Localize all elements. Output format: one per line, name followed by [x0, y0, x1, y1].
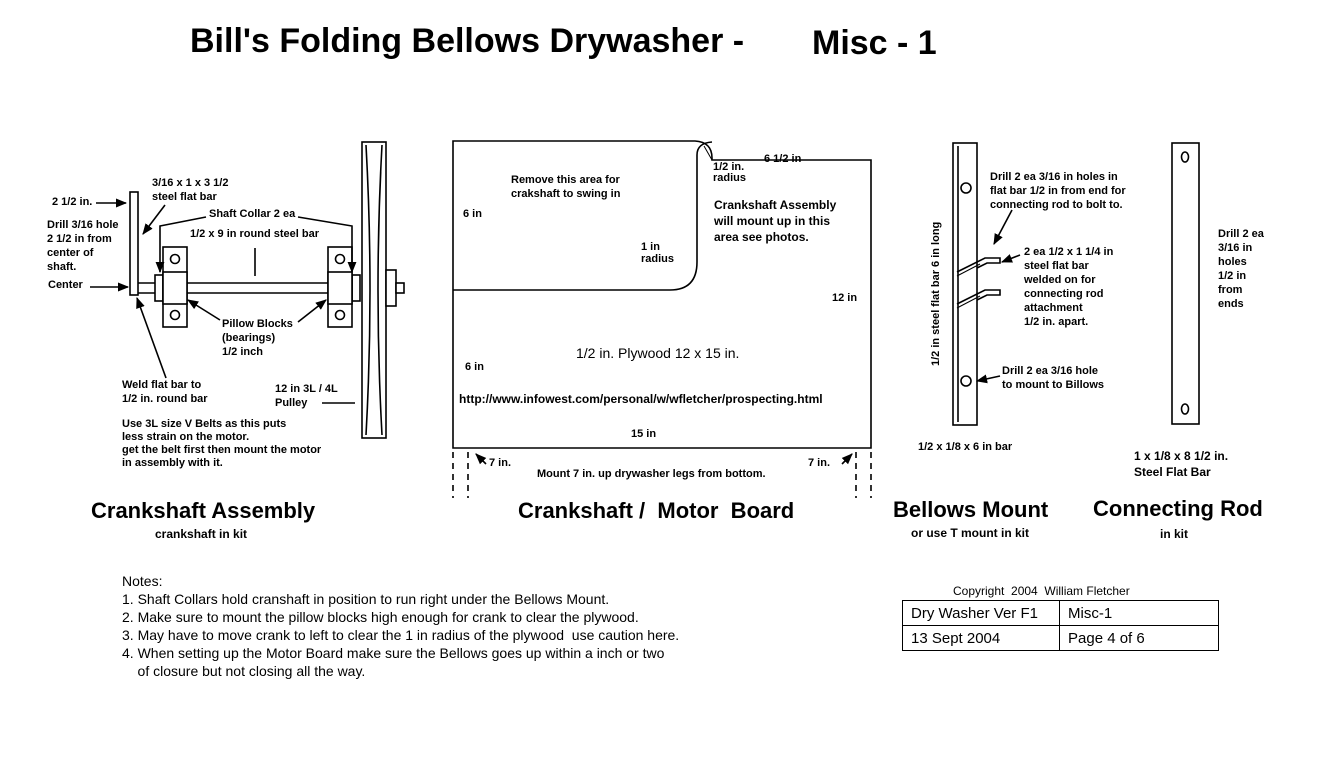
label-6half: 6 1/2 in [764, 153, 802, 165]
label-1in-radius: 1 in radius [641, 241, 675, 265]
title-sub: Misc - 1 [812, 24, 937, 62]
note-item: 3. May have to move crank to left to cle… [122, 627, 680, 643]
cutout-curve [453, 141, 713, 291]
crankshaft-drawing [90, 141, 405, 439]
label-mount-bar: 1/2 x 1/8 x 6 in bar [918, 441, 1013, 453]
label-7in-left: 7 in. [489, 457, 512, 469]
pillow-block-left-base [162, 271, 188, 305]
mount-bar [952, 142, 978, 426]
label-6in-bottom: 6 in [465, 361, 484, 373]
label-drill-bottom: Drill 2 ea 3/16 hole to mount to Billows [1002, 365, 1105, 391]
label-remove-area: Remove this area for crakshaft to swing … [511, 174, 621, 200]
label-pillow-blocks: Pillow Blocks (bearings) 1/2 inch [222, 318, 293, 358]
label-mount-legs: Mount 7 in. up drywasher legs from botto… [537, 468, 766, 480]
label-vertical-bar: 1/2 in steel flat bar 6 in long [930, 221, 942, 366]
version-cell: Dry Washer Ver F1 [902, 600, 1060, 626]
note-item: 1. Shaft Collars hold cranshaft in posit… [122, 591, 610, 607]
pulley-hub [385, 269, 397, 307]
bracket-upper [956, 257, 1001, 273]
rod-bar [1171, 142, 1200, 425]
label-half-radius: 1/2 in. radius [713, 161, 747, 184]
notes-section: Notes: 1. Shaft Collars hold cranshaft i… [122, 572, 679, 680]
heading-connecting-rod: Connecting Rod [1093, 496, 1263, 521]
bracket-lower [956, 289, 1001, 305]
label-weld: Weld flat bar to 1/2 in. round bar [122, 379, 208, 405]
heading-bellows-mount: Bellows Mount [893, 497, 1049, 522]
note-item: of closure but not closing all the way. [122, 663, 366, 679]
shaft-collar-left [154, 274, 164, 302]
date-cell: 13 Sept 2004 [902, 625, 1060, 651]
subheading-connecting-rod: in kit [1160, 527, 1189, 541]
bellows-mount-drawing [952, 142, 1021, 426]
label-15in: 15 in [631, 428, 657, 440]
title-main: Bill's Folding Bellows Drywasher - [190, 22, 745, 60]
label-assembly-area: Crankshaft Assembly will mount up in thi… [714, 198, 837, 244]
motor-board-drawing [452, 140, 872, 498]
title-block-table: Dry Washer Ver F1 Misc-1 13 Sept 2004 Pa… [902, 600, 1219, 651]
sheet-cell: Misc-1 [1059, 600, 1219, 626]
label-7in-right: 7 in. [808, 457, 831, 469]
plywood-outline [452, 140, 872, 449]
label-flat-bar: 3/16 x 1 x 3 1/2 steel flat bar [152, 177, 229, 203]
label-6in-top: 6 in [463, 208, 482, 220]
crank-flat-bar [129, 191, 139, 296]
heading-crankshaft: Crankshaft Assembly [91, 498, 316, 523]
note-item: 2. Make sure to mount the pillow blocks … [122, 609, 639, 625]
label-plywood: 1/2 in. Plywood 12 x 15 in. [576, 345, 740, 361]
copyright: Copyright 2004 William Fletcher [953, 584, 1130, 598]
label-brackets: 2 ea 1/2 x 1 1/4 in steel flat bar welde… [1024, 246, 1114, 328]
label-drill-hole: Drill 3/16 hole 2 1/2 in from center of … [47, 219, 119, 273]
subheading-bellows-mount: or use T mount in kit [911, 526, 1030, 540]
label-12in: 12 in [832, 292, 858, 304]
notes-title: Notes: [122, 573, 163, 589]
label-rod-drill: Drill 2 ea 3/16 in holes 1/2 in from end… [1218, 228, 1264, 310]
label-url: http://www.infowest.com/personal/w/wflet… [459, 392, 823, 406]
pulley-rim [361, 141, 387, 439]
label-rod-bar: 1 x 1/8 x 8 1/2 in. Steel Flat Bar [1134, 449, 1229, 479]
page-cell: Page 4 of 6 [1059, 625, 1219, 651]
heading-motor-board: Crankshaft / Motor Board [518, 498, 795, 523]
subheading-crankshaft: crankshaft in kit [155, 527, 248, 541]
connecting-rod-drawing [1171, 142, 1200, 425]
label-shaft-collar: Shaft Collar 2 ea [209, 208, 296, 220]
shaft-collar-right [351, 274, 361, 302]
label-belt-note: Use 3L size V Belts as this puts less st… [122, 418, 322, 469]
label-2half: 2 1/2 in. [52, 196, 93, 208]
pillow-block-right-base [327, 271, 353, 305]
label-drill-top: Drill 2 ea 3/16 in holes in flat bar 1/2… [990, 171, 1126, 211]
label-pulley: 12 in 3L / 4L Pulley [275, 383, 338, 409]
label-center: Center [48, 279, 83, 291]
label-round-bar: 1/2 x 9 in round steel bar [190, 228, 319, 240]
note-item: 4. When setting up the Motor Board make … [122, 645, 665, 661]
